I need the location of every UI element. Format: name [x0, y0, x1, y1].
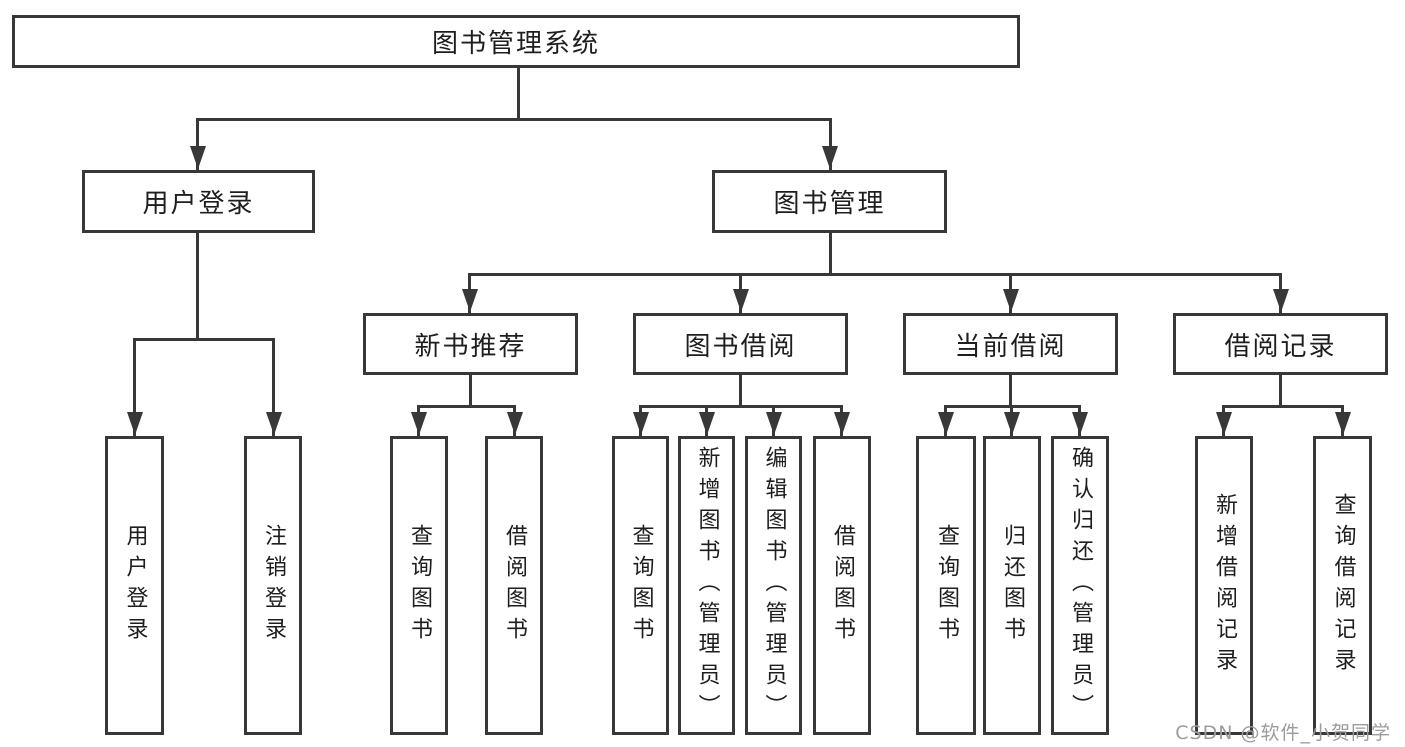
- connector-trunk: [517, 68, 520, 118]
- leaf-label: 查询图书: [628, 523, 654, 648]
- connector-branch: [417, 405, 516, 408]
- arrowhead-down-icon: [1273, 289, 1289, 312]
- node-book-borrowing: 图书借阅: [633, 313, 848, 375]
- leaf-label: 用户登录: [122, 523, 148, 648]
- node-borrowing-records: 借阅记录: [1173, 313, 1388, 375]
- leaf-label: 编辑图书（管理员）: [761, 446, 787, 725]
- node-label: 图书借阅: [684, 331, 797, 362]
- node-new-book-recommend: 新书推荐: [363, 313, 578, 375]
- node-label: 借阅记录: [1224, 331, 1337, 362]
- node-label: 图书管理系统: [431, 29, 600, 59]
- leaf-label: 确认归还（管理员）: [1068, 446, 1093, 725]
- leaf-query-books-borrowing: 查询图书: [612, 436, 669, 735]
- leaf-label: 查询借阅记录: [1330, 492, 1356, 679]
- arrowhead-down-icon: [938, 412, 954, 435]
- arrowhead-down-icon: [1003, 289, 1019, 312]
- connector-trunk: [739, 375, 742, 408]
- leaf-return-books: 归还图书: [983, 436, 1041, 735]
- leaf-borrow-books-recommend: 借阅图书: [485, 436, 543, 735]
- arrowhead-down-icon: [1004, 412, 1020, 435]
- leaf-query-books-recommend: 查询图书: [390, 436, 448, 735]
- leaf-label: 查询图书: [407, 523, 432, 648]
- arrowhead-down-icon: [733, 289, 749, 312]
- connector-drop: [133, 338, 136, 436]
- arrowhead-down-icon: [127, 412, 143, 435]
- arrowhead-down-icon: [1216, 412, 1232, 435]
- connector-drop: [196, 118, 199, 170]
- arrowhead-down-icon: [1335, 412, 1351, 435]
- connector-trunk: [1009, 375, 1012, 408]
- connector-branch: [1222, 405, 1342, 408]
- arrowhead-down-icon: [633, 412, 649, 435]
- node-library-management-system: 图书管理系统: [12, 15, 1020, 68]
- arrowhead-down-icon: [822, 146, 838, 169]
- node-label: 新书推荐: [414, 331, 527, 362]
- node-current-borrowing: 当前借阅: [903, 313, 1118, 375]
- leaf-logout-login: 注销登录: [244, 436, 302, 735]
- arrowhead-down-icon: [834, 412, 850, 435]
- leaf-label: 借阅图书: [502, 523, 527, 648]
- leaf-user-login: 用户登录: [105, 436, 164, 735]
- connector-drop: [272, 338, 275, 436]
- leaf-query-borrow-record: 查询借阅记录: [1313, 436, 1372, 735]
- leaf-confirm-return-admin: 确认归还（管理员）: [1051, 436, 1109, 735]
- arrowhead-down-icon: [266, 412, 282, 435]
- connector-branch: [639, 405, 843, 408]
- leaf-borrow-books: 借阅图书: [813, 436, 871, 735]
- arrowhead-down-icon: [507, 412, 523, 435]
- arrowhead-down-icon: [411, 412, 427, 435]
- leaf-add-borrow-record: 新增借阅记录: [1195, 436, 1253, 735]
- connector-drop: [829, 118, 832, 170]
- connector-trunk: [1279, 375, 1282, 408]
- leaf-add-book-admin: 新增图书（管理员）: [678, 436, 735, 735]
- leaf-edit-book-admin: 编辑图书（管理员）: [745, 436, 802, 735]
- csdn-watermark: CSDN @软件_小贺同学: [1175, 722, 1391, 744]
- connector-branch: [468, 273, 1282, 276]
- leaf-label: 借阅图书: [830, 523, 855, 648]
- leaf-label: 查询图书: [934, 523, 959, 648]
- leaf-label: 新增图书（管理员）: [694, 446, 720, 725]
- node-label: 图书管理: [773, 189, 886, 219]
- leaf-query-books-current: 查询图书: [916, 436, 976, 735]
- connector-branch: [133, 338, 275, 341]
- arrowhead-down-icon: [699, 412, 715, 435]
- arrowhead-down-icon: [190, 146, 206, 169]
- connector-trunk: [829, 233, 832, 276]
- node-book-management: 图书管理: [712, 170, 947, 233]
- arrowhead-down-icon: [462, 289, 478, 312]
- arrowhead-down-icon: [766, 412, 782, 435]
- connector-branch: [196, 118, 832, 121]
- connector-trunk: [469, 375, 472, 408]
- leaf-label: 注销登录: [261, 523, 286, 648]
- connector-trunk: [196, 233, 199, 341]
- node-label: 用户登录: [142, 189, 255, 219]
- node-label: 当前借阅: [954, 331, 1067, 362]
- leaf-label: 新增借阅记录: [1212, 492, 1237, 679]
- node-user-login: 用户登录: [82, 170, 315, 233]
- leaf-label: 归还图书: [1000, 523, 1025, 648]
- arrowhead-down-icon: [1072, 412, 1088, 435]
